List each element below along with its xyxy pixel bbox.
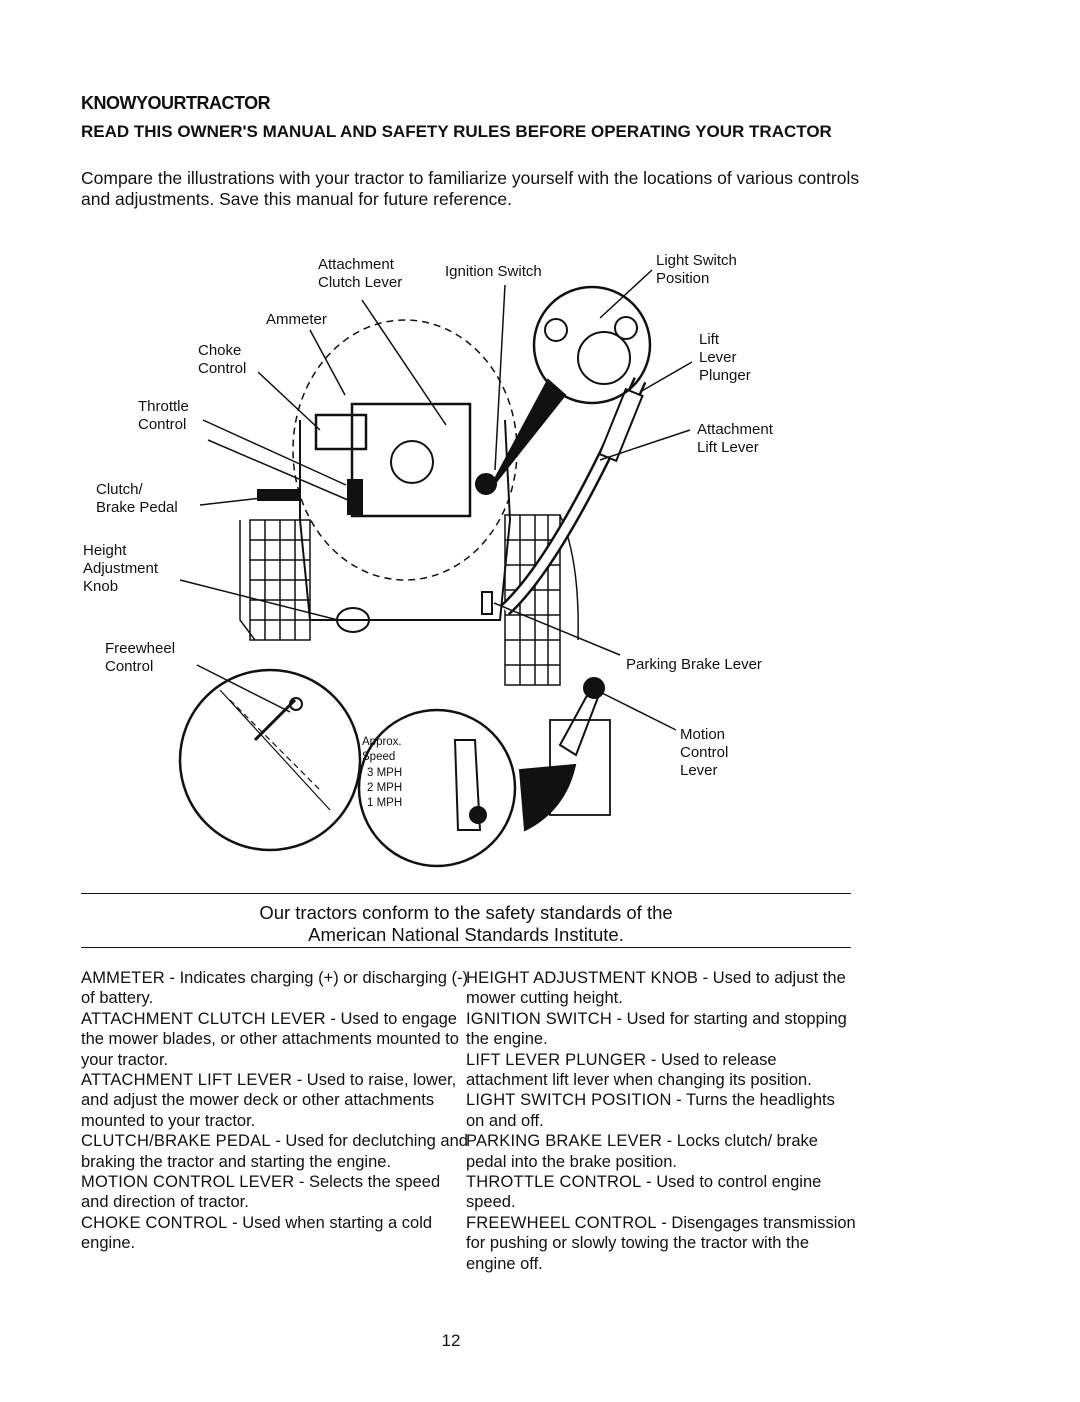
definition-term: LIFT LEVER PLUNGER (466, 1050, 647, 1069)
definition-text: - Used to release attachment lift lever … (466, 1050, 812, 1090)
hood-outline (299, 419, 512, 621)
definition-item: CLUTCH/BRAKE PEDAL - Used for declutchin… (81, 1131, 471, 1172)
definition-text: - Locks clutch/ brake pedal into the bra… (466, 1132, 818, 1171)
ignition-key-slot (390, 440, 434, 484)
conformity-line-2: American National Standards Institute. (308, 924, 624, 945)
definition-term: LIGHT SWITCH POSITION (466, 1091, 672, 1110)
definition-text: - Used when starting a cold engine. (81, 1213, 433, 1253)
light-switch-magnifier (532, 285, 652, 405)
left-fender (239, 519, 311, 641)
divider-bottom (81, 947, 851, 948)
definition-term: ATTACHMENT CLUTCH LEVER (81, 1009, 326, 1028)
label-height-adjustment-knob: Height Adjustment Knob (83, 542, 159, 595)
divider-top (81, 893, 851, 894)
section-title: KNOWYOURTRACTOR (81, 93, 271, 113)
definition-item: MOTION CONTROL LEVER - Selects the speed… (81, 1172, 471, 1213)
conformity-statement: Our tractors conform to the safety stand… (81, 902, 851, 946)
definition-text: - Turns the headlights on and off. (466, 1091, 835, 1130)
label-attachment-clutch-lever: Attachment Clutch Lever (318, 256, 403, 291)
definition-item: ATTACHMENT LIFT LEVER - Used to raise, l… (81, 1070, 471, 1131)
definition-term: CLUTCH/BRAKE PEDAL (81, 1132, 271, 1151)
subheading: READ THIS OWNER'S MANUAL AND SAFETY RULE… (81, 122, 832, 141)
intro-paragraph: Compare the illustrations with your trac… (81, 168, 860, 209)
definition-item: THROTTLE CONTROL - Used to control engin… (466, 1172, 856, 1213)
throttle-knob (347, 479, 363, 515)
definition-item: LIFT LEVER PLUNGER - Used to release att… (466, 1050, 856, 1091)
speed-inset-values: 3 MPH 2 MPH 1 MPH (367, 767, 403, 809)
seat (350, 402, 472, 518)
definition-item: FREEWHEEL CONTROL - Disengages transmiss… (466, 1213, 856, 1274)
definition-term: HEIGHT ADJUSTMENT KNOB (466, 969, 699, 987)
label-throttle-control: Throttle Control (138, 398, 189, 433)
definition-item: CHOKE CONTROL - Used when starting a col… (81, 1213, 471, 1254)
label-ammeter: Ammeter (266, 311, 327, 328)
definition-term: CHOKE CONTROL (81, 1213, 228, 1232)
definition-text: - Used to raise, lower, and adjust the m… (81, 1071, 457, 1130)
definition-term: IGNITION SWITCH (466, 1009, 612, 1028)
definition-text: - Used to control engine speed. (466, 1173, 822, 1212)
definition-item: LIGHT SWITCH POSITION - Turns the headli… (466, 1090, 856, 1131)
definition-item: AMMETER - Indicates charging (+) or disc… (81, 968, 471, 1009)
label-light-switch-position: Light Switch Position (656, 252, 737, 287)
definition-text: - Used for starting and stopping the eng… (466, 1009, 847, 1049)
speed-inset-magnifier (357, 708, 517, 868)
definition-term: AMMETER (81, 969, 165, 987)
definition-term: MOTION CONTROL LEVER (81, 1173, 295, 1192)
definition-item: ATTACHMENT CLUTCH LEVER - Used to engage… (81, 1009, 471, 1070)
definition-term: PARKING BRAKE LEVER (466, 1132, 663, 1151)
leader-lines (179, 269, 693, 731)
definitions-left-column: AMMETER - Indicates charging (+) or disc… (81, 968, 471, 1254)
label-clutch-brake-pedal: Clutch/ Brake Pedal (96, 481, 178, 516)
motion-lever (558, 688, 602, 757)
speed-inset-title: Approx. Speed (362, 736, 402, 763)
definition-item: IGNITION SWITCH - Used for starting and … (466, 1009, 856, 1050)
label-freewheel-control: Freewheel Control (105, 640, 176, 675)
definition-text: - Indicates charging (+) or discharging … (81, 969, 468, 1008)
label-ignition-switch: Ignition Switch (445, 263, 542, 280)
pedal (257, 489, 299, 501)
definition-text: - Used to engage the mower blades, or ot… (81, 1009, 459, 1069)
label-attachment-lift-lever: Attachment Lift Lever (697, 421, 773, 456)
definition-term: FREEWHEEL CONTROL (466, 1213, 657, 1232)
definition-text: - Disengages transmission for pushing or… (466, 1213, 856, 1273)
definition-item: HEIGHT ADJUSTMENT KNOB - Used to adjust … (466, 968, 856, 1009)
label-motion-control-lever: Motion Control Lever (680, 726, 729, 779)
definitions-right-column: HEIGHT ADJUSTMENT KNOB - Used to adjust … (466, 968, 856, 1274)
definition-text: - Selects the speed and direction of tra… (81, 1173, 441, 1212)
definition-text: - Used to adjust the mower cutting heigh… (466, 969, 846, 1008)
definition-item: PARKING BRAKE LEVER - Locks clutch/ brak… (466, 1131, 856, 1172)
definition-term: THROTTLE CONTROL (466, 1173, 642, 1192)
conformity-line-1: Our tractors conform to the safety stand… (259, 902, 673, 923)
definition-text: - Used for declutching and braking the t… (81, 1132, 468, 1171)
page-number: 12 (441, 1331, 461, 1350)
label-lift-lever-plunger: Lift Lever Plunger (699, 331, 751, 384)
definition-term: ATTACHMENT LIFT LEVER (81, 1071, 293, 1090)
label-parking-brake-lever: Parking Brake Lever (626, 656, 762, 673)
freewheel-magnifier (178, 668, 362, 852)
ammeter (314, 413, 368, 451)
label-choke-control: Choke Control (198, 342, 247, 377)
